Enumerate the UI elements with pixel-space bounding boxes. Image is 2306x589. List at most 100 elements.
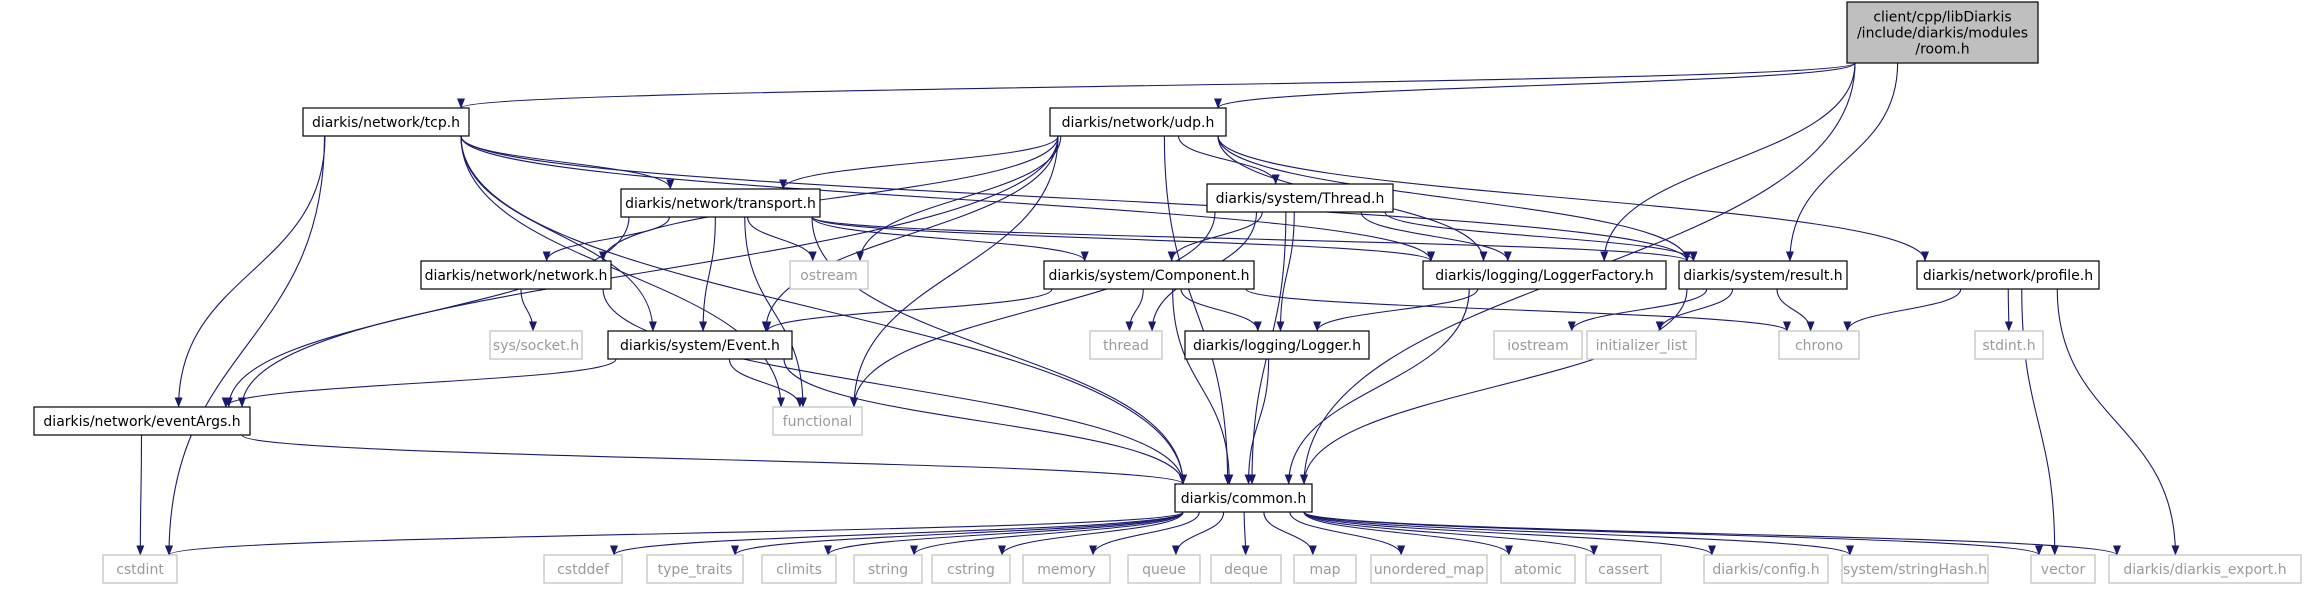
edge-common-to-string — [910, 511, 1184, 556]
node-udp[interactable]: diarkis/network/udp.h — [1049, 107, 1227, 137]
node-thread_h[interactable]: diarkis/system/Thread.h — [1206, 183, 1394, 213]
node-initlist: initializer_list — [1586, 330, 1697, 360]
edge-udp-to-thread_h — [1177, 135, 1280, 185]
node-label-thread: thread — [1103, 338, 1149, 354]
node-box-loggerfactory — [1422, 260, 1667, 290]
edge-udp-to-result — [1217, 135, 1691, 262]
edge-common-to-type_traits — [731, 511, 1184, 556]
node-label-stringhash: system/stringHash.h — [1843, 562, 1987, 578]
node-label-cstdint: cstdint — [116, 562, 164, 578]
edge-eventargs-to-cstdint — [136, 434, 145, 556]
node-box-type_traits — [646, 554, 744, 584]
node-box-component — [1043, 260, 1255, 290]
edge-udp-to-functional — [850, 135, 1059, 408]
node-box-cstddef — [543, 554, 623, 584]
node-label-result: diarkis/system/result.h — [1683, 268, 1842, 284]
node-cstdint: cstdint — [102, 554, 178, 584]
edge-udp-to-event — [761, 135, 1059, 332]
edge-event-to-eventargs — [221, 358, 617, 408]
node-loggerfactory[interactable]: diarkis/logging/LoggerFactory.h — [1422, 260, 1667, 290]
edge-udp-to-eventargs — [238, 135, 1059, 408]
edge-profile-to-stdint — [2004, 288, 2013, 332]
edge-transport-to-event — [699, 216, 716, 332]
node-label-initlist: initializer_list — [1596, 338, 1688, 354]
node-box-thread_h — [1206, 183, 1394, 213]
edge-tcp-to-loggerfactory — [460, 135, 1435, 262]
node-box-transport — [620, 188, 821, 218]
edge-profile-to-chrono — [1843, 288, 1962, 332]
node-label-event: diarkis/system/Event.h — [620, 338, 780, 354]
node-box-queue — [1127, 554, 1201, 584]
edge-udp-to-common — [1163, 135, 1232, 485]
node-box-climits — [761, 554, 837, 584]
node-tcp[interactable]: diarkis/network/tcp.h — [302, 107, 470, 137]
edge-common-to-config — [1303, 511, 1716, 556]
edge-common-to-queue — [1171, 511, 1225, 556]
node-deque: deque — [1210, 554, 1282, 584]
node-common[interactable]: diarkis/common.h — [1174, 483, 1313, 513]
edge-transport-to-functional — [744, 216, 807, 408]
edge-common-to-cstdint — [165, 511, 1184, 556]
node-box-result — [1678, 260, 1848, 290]
node-room[interactable]: client/cpp/libDiarkis/include/diarkis/mo… — [1846, 1, 2039, 64]
node-box-socket — [489, 330, 583, 360]
node-map: map — [1293, 554, 1357, 584]
node-label-ostream: ostream — [800, 268, 858, 284]
node-eventargs[interactable]: diarkis/network/eventArgs.h — [33, 406, 251, 436]
edge-component-to-chrono — [1245, 288, 1791, 332]
node-label-cassert: cassert — [1598, 562, 1649, 578]
node-socket: sys/socket.h — [489, 330, 583, 360]
node-label-cstring: cstring — [947, 562, 995, 578]
node-box-atomic — [1500, 554, 1576, 584]
node-event[interactable]: diarkis/system/Event.h — [607, 330, 793, 360]
edge-common-to-cstring — [998, 511, 1184, 556]
edge-result-to-iostream — [1567, 288, 1708, 332]
node-box-initlist — [1586, 330, 1697, 360]
edge-transport-to-loggerfactory — [811, 216, 1435, 262]
edge-tcp-to-transport — [460, 135, 675, 190]
edge-profile-to-vector — [2021, 288, 2059, 556]
edge-common-to-deque — [1241, 511, 1250, 556]
edge-room-to-tcp — [457, 62, 1856, 109]
node-label-component: diarkis/system/Component.h — [1048, 268, 1249, 284]
edge-result-to-common — [1300, 288, 1688, 485]
node-box-map — [1293, 554, 1357, 584]
edge-thread_h-to-functional — [850, 211, 1216, 408]
edge-common-to-climits — [824, 511, 1184, 556]
node-stdint: stdint.h — [1974, 330, 2044, 360]
node-box-room — [1846, 1, 2039, 64]
edge-component-to-common — [1172, 288, 1234, 485]
node-box-chrono — [1778, 330, 1860, 360]
node-profile[interactable]: diarkis/network/profile.h — [1916, 260, 2100, 290]
node-component[interactable]: diarkis/system/Component.h — [1043, 260, 1255, 290]
edge-loggerfactory-to-common — [1284, 288, 1470, 485]
edge-component-to-thread — [1125, 288, 1144, 332]
node-label-deque: deque — [1224, 562, 1268, 578]
edge-network-to-common — [602, 288, 1187, 485]
node-result[interactable]: diarkis/system/result.h — [1678, 260, 1848, 290]
node-label-tcp: diarkis/network/tcp.h — [312, 115, 460, 131]
node-type_traits: type_traits — [646, 554, 744, 584]
node-functional: functional — [772, 406, 863, 436]
edge-thread_h-to-component — [1167, 211, 1263, 262]
edge-result-to-chrono — [1776, 288, 1815, 332]
node-label-diarkis_export: diarkis/diarkis_export.h — [2123, 562, 2286, 578]
node-box-config — [1703, 554, 1829, 584]
node-label-map: map — [1309, 562, 1340, 578]
node-box-ostream — [789, 260, 869, 290]
edge-thread_h-to-logger — [1276, 211, 1295, 332]
node-iostream: iostream — [1493, 330, 1583, 360]
node-transport[interactable]: diarkis/network/transport.h — [620, 188, 821, 218]
edge-udp-to-profile — [1217, 135, 1929, 262]
node-network[interactable]: diarkis/network/network.h — [420, 260, 612, 290]
edge-transport-to-network — [542, 216, 670, 262]
edge-eventargs-to-common — [241, 434, 1187, 485]
node-label-room: client/cpp/libDiarkis — [1873, 10, 2011, 26]
node-box-cassert — [1585, 554, 1662, 584]
node-label-unordered_map: unordered_map — [1374, 562, 1484, 578]
node-ostream: ostream — [789, 260, 869, 290]
edge-logger-to-common — [1244, 358, 1270, 485]
node-logger[interactable]: diarkis/logging/Logger.h — [1184, 330, 1370, 360]
edge-transport-to-ostream — [747, 216, 817, 262]
edge-event-to-common — [783, 358, 1187, 485]
